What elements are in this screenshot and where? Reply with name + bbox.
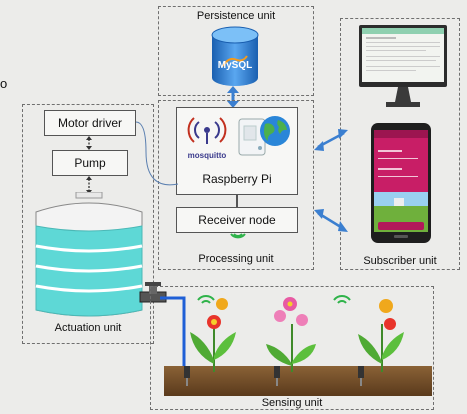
- pump-tank-arrow: [86, 176, 92, 194]
- soil-sensor-3: [358, 366, 364, 386]
- motor-pump-arrow: [86, 136, 92, 150]
- mysql-logo-text: MySQL: [217, 60, 253, 71]
- sensing-unit-title: Sensing unit: [261, 397, 323, 409]
- water-tank-icon: [35, 192, 143, 317]
- server-icon: [238, 118, 266, 156]
- globe-icon: [260, 116, 290, 146]
- stray-text: o: [0, 76, 8, 91]
- processing-unit-title: Processing unit: [198, 253, 274, 265]
- plant-1-icon: [190, 298, 236, 372]
- raspberry-pi-label: Raspberry Pi: [202, 172, 272, 186]
- actuation-unit-panel: [22, 104, 154, 344]
- subscriber-link-arrows: [314, 129, 348, 232]
- wifi-icon-1: [197, 295, 215, 304]
- db-link-arrow: [227, 86, 239, 108]
- receiver-signal-icon: [230, 233, 246, 239]
- processing-unit-panel: [158, 100, 314, 270]
- persistence-unit-panel: [158, 6, 314, 96]
- persistence-unit-title: Persistence unit: [196, 10, 276, 22]
- soil-strip: [164, 366, 432, 396]
- rpi-receiver-connector: [236, 195, 238, 207]
- receiver-node-box: Receiver node: [176, 207, 298, 233]
- sensing-unit-panel: [150, 286, 434, 410]
- motor-driver-box: Motor driver: [44, 110, 136, 136]
- soil-sensor-2: [274, 366, 280, 386]
- mosquitto-label: mosquitto: [187, 151, 227, 160]
- plant-3-icon: [358, 299, 404, 372]
- actuation-unit-title: Actuation unit: [54, 322, 122, 334]
- subscriber-unit-title: Subscriber unit: [363, 255, 437, 267]
- monitor-icon: [359, 25, 447, 107]
- subscriber-unit-panel: [340, 18, 460, 270]
- plant-2-icon: [266, 297, 316, 372]
- soil-sensor-1: [184, 366, 190, 386]
- smartphone-icon: [371, 123, 431, 243]
- wifi-icon-3: [333, 295, 351, 304]
- motor-rpi-link: [135, 121, 179, 186]
- mosquitto-icon: [187, 117, 227, 144]
- database-icon: [211, 26, 259, 86]
- pump-box: Pump: [52, 150, 128, 176]
